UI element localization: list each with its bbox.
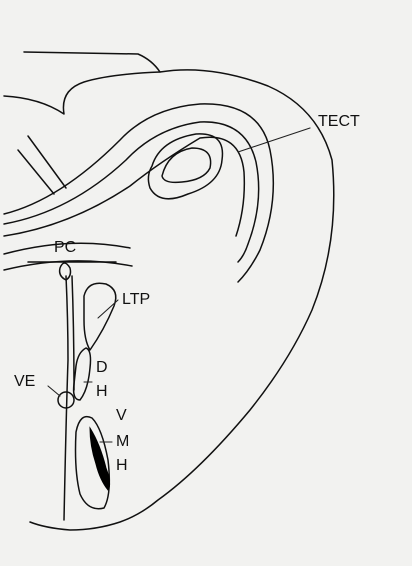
label-ltp: LTP [122,291,150,308]
label-vmh-m: M [116,433,129,450]
midline [64,276,68,520]
left-diagonal-2 [28,136,66,188]
midline-inner [72,276,74,390]
label-vmh-h: H [116,457,128,474]
tectal-ventricle-inner [162,148,211,182]
ve-pointer [48,386,60,396]
dh-region [74,348,91,400]
ltp-pointer [98,300,118,318]
label-dh-h: H [96,383,108,400]
label-pc: PC [54,239,76,256]
top-outline [24,52,334,530]
tect-pointer [238,128,310,152]
label-dh-d: D [96,359,108,376]
tectum-arc-outer [4,104,273,282]
tectal-ventricle-outer [148,134,222,199]
label-ve: VE [14,373,35,390]
pc-bulb [60,263,71,280]
left-diagonal-1 [18,150,54,194]
label-tect: TECT [318,113,360,130]
label-vmh-v: V [116,407,127,424]
left-bulge-outline [4,72,160,114]
vmh-filled-region [90,428,110,490]
